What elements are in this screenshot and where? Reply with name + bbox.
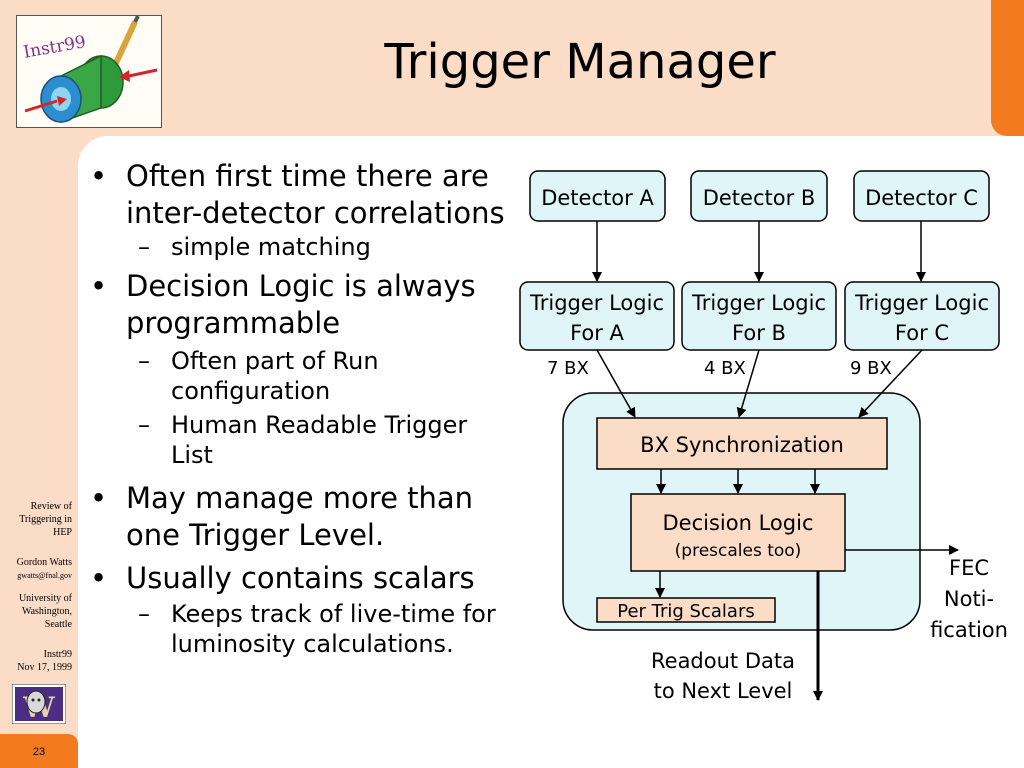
scalars-label: Per Trig Scalars (617, 601, 754, 622)
sidebar-email: gwatts@fnal.gov (17, 571, 72, 580)
instr99-logo: Instr99 (16, 15, 162, 128)
sub-bullet-item: simple matching (88, 232, 508, 262)
bullet-item: Often first time there are inter-detecto… (88, 158, 508, 232)
arrow-logic-a (596, 349, 636, 418)
decision-logic-label: Decision Logic (663, 511, 814, 535)
uw-husky-logo: W (11, 683, 67, 725)
trigger-logic-c-line2: For C (895, 321, 949, 345)
sidebar-line: Review of (30, 501, 72, 512)
decision-logic-note: (prescales too) (675, 541, 802, 561)
bx-sync-label: BX Synchronization (640, 433, 844, 457)
sub-bullet-item: Human Readable Trigger List (88, 410, 508, 470)
readout-line1: Readout Data (651, 649, 795, 673)
sidebar-line: Seattle (44, 619, 72, 630)
readout-line2: to Next Level (654, 679, 793, 703)
bx-sync-box (596, 417, 888, 470)
trigger-logic-c-line1: Trigger Logic (854, 291, 989, 315)
bullet-list: Often first time there are inter-detecto… (88, 158, 508, 659)
fec-line2: Noti- (944, 587, 994, 611)
sidebar-line: Washington, (21, 606, 72, 617)
fec-line1: FEC (949, 556, 989, 580)
slide-title: Trigger Manager (384, 34, 776, 90)
decision-logic-box (630, 493, 846, 572)
detector-b-label: Detector B (703, 186, 816, 210)
trigger-logic-a-line1: Trigger Logic (529, 291, 664, 315)
sub-bullet-item: Often part of Run configuration (88, 346, 508, 406)
sidebar-talk-title: Review of Triggering in HEP (2, 500, 72, 539)
fec-line3: fication (930, 618, 1008, 642)
latency-b-label: 4 BX (704, 358, 746, 379)
detector-a-label: Detector A (541, 186, 654, 210)
arrow-logic-c (858, 349, 923, 418)
sidebar-line: HEP (53, 527, 72, 538)
page-number: 23 (32, 746, 46, 758)
sidebar-event: Instr99 Nov 17, 1999 (2, 648, 72, 674)
sidebar-date: Nov 17, 1999 (17, 662, 72, 673)
latency-a-label: 7 BX (547, 358, 589, 379)
trigger-logic-a-line2: For A (570, 321, 624, 345)
trigger-logic-b-line2: For B (732, 321, 786, 345)
bullet-item: Usually contains scalars (88, 560, 508, 597)
sidebar-line: University of (18, 593, 72, 604)
page-number-badge (0, 734, 78, 768)
sidebar-line: Triggering in (19, 514, 72, 525)
sidebar-author: Gordon Watts (16, 557, 72, 568)
bullet-item: May manage more than one Trigger Level. (88, 480, 508, 554)
latency-c-label: 9 BX (850, 358, 892, 379)
arrow-logic-b (736, 349, 760, 418)
header-accent-tab (991, 0, 1024, 136)
sidebar-event-name: Instr99 (43, 649, 72, 660)
sidebar-author-block: Gordon Watts gwatts@fnal.gov (2, 556, 72, 582)
sidebar-affiliation: University of Washington, Seattle (2, 592, 72, 631)
sub-bullet-item: Keeps track of live-time for luminosity … (88, 599, 508, 659)
trigger-logic-b-line1: Trigger Logic (691, 291, 826, 315)
detector-c-label: Detector C (865, 186, 978, 210)
scalars-box (596, 597, 776, 623)
bullet-item: Decision Logic is always programmable (88, 268, 508, 342)
